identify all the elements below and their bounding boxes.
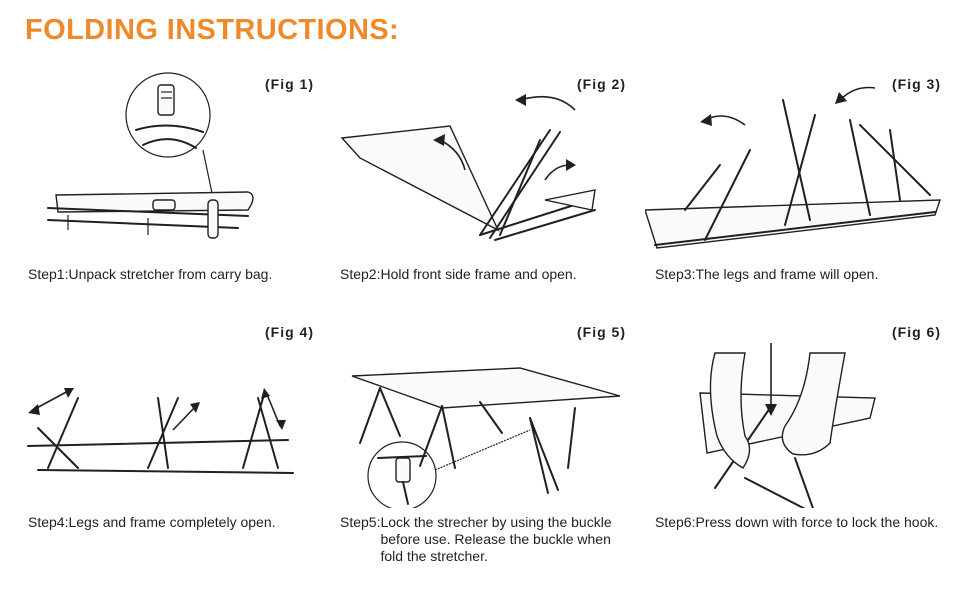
step-number-2: Step2: <box>340 266 381 282</box>
step-caption-3: Step3: The legs and frame will open. <box>655 266 950 283</box>
illustration-frame-open <box>27 388 294 474</box>
fig-label-4: (Fig 4) <box>265 324 314 340</box>
step-text-3: The legs and frame will open. <box>695 266 879 282</box>
step-panel-2: (Fig 2) Step2: Hold front side frame and… <box>330 70 640 340</box>
illustration-opening-frame <box>340 94 596 241</box>
step-number-3: Step3: <box>655 266 696 282</box>
step-number-1: Step1: <box>28 266 69 282</box>
step-text-1: Unpack stretcher from carry bag. <box>68 266 273 282</box>
fig-label-5: (Fig 5) <box>577 324 626 340</box>
step-panel-6: (Fig 6) Step6: Press down with force to … <box>645 318 955 588</box>
step-text-2: Hold front side frame and open. <box>380 266 577 282</box>
step-number-5: Step5: <box>340 514 381 530</box>
fig-label-1: (Fig 1) <box>265 76 314 92</box>
step-caption-4: Step4: Legs and frame completely open. <box>28 514 323 531</box>
page-title: FOLDING INSTRUCTIONS: <box>25 14 400 46</box>
illustration-folded-cot <box>47 72 254 239</box>
step-caption-1: Step1: Unpack stretcher from carry bag. <box>28 266 323 283</box>
step-caption-6: Step6: Press down with force to lock the… <box>655 514 950 531</box>
fig-label-3: (Fig 3) <box>892 76 941 92</box>
step-panel-5: (Fig 5) Step5: Lock the strecher by usin… <box>330 318 640 588</box>
step-number-4: Step4: <box>28 514 69 530</box>
step-panel-1: (Fig 1) Step1: Unpack stretcher from car… <box>18 70 328 340</box>
step-caption-5: Step5: Lock the strecher by using the bu… <box>340 514 635 565</box>
step-text-4: Legs and frame completely open. <box>68 514 276 530</box>
step-panel-3: (Fig 3) Step3: The legs and frame will o… <box>645 70 955 340</box>
illustration-press-hook <box>699 343 876 508</box>
step-text-6: Press down with force to lock the hook. <box>695 514 939 530</box>
step-number-6: Step6: <box>655 514 696 530</box>
illustration-lock-buckle <box>351 367 621 508</box>
step-text-5: Lock the strecher by using the buckle be… <box>380 514 612 564</box>
fig-label-2: (Fig 2) <box>577 76 626 92</box>
step-caption-2: Step2: Hold front side frame and open. <box>340 266 635 283</box>
step-panel-4: (Fig 4) Step4: Legs and frame completely… <box>18 318 328 588</box>
illustration-legs-opening <box>645 86 941 249</box>
fig-label-6: (Fig 6) <box>892 324 941 340</box>
